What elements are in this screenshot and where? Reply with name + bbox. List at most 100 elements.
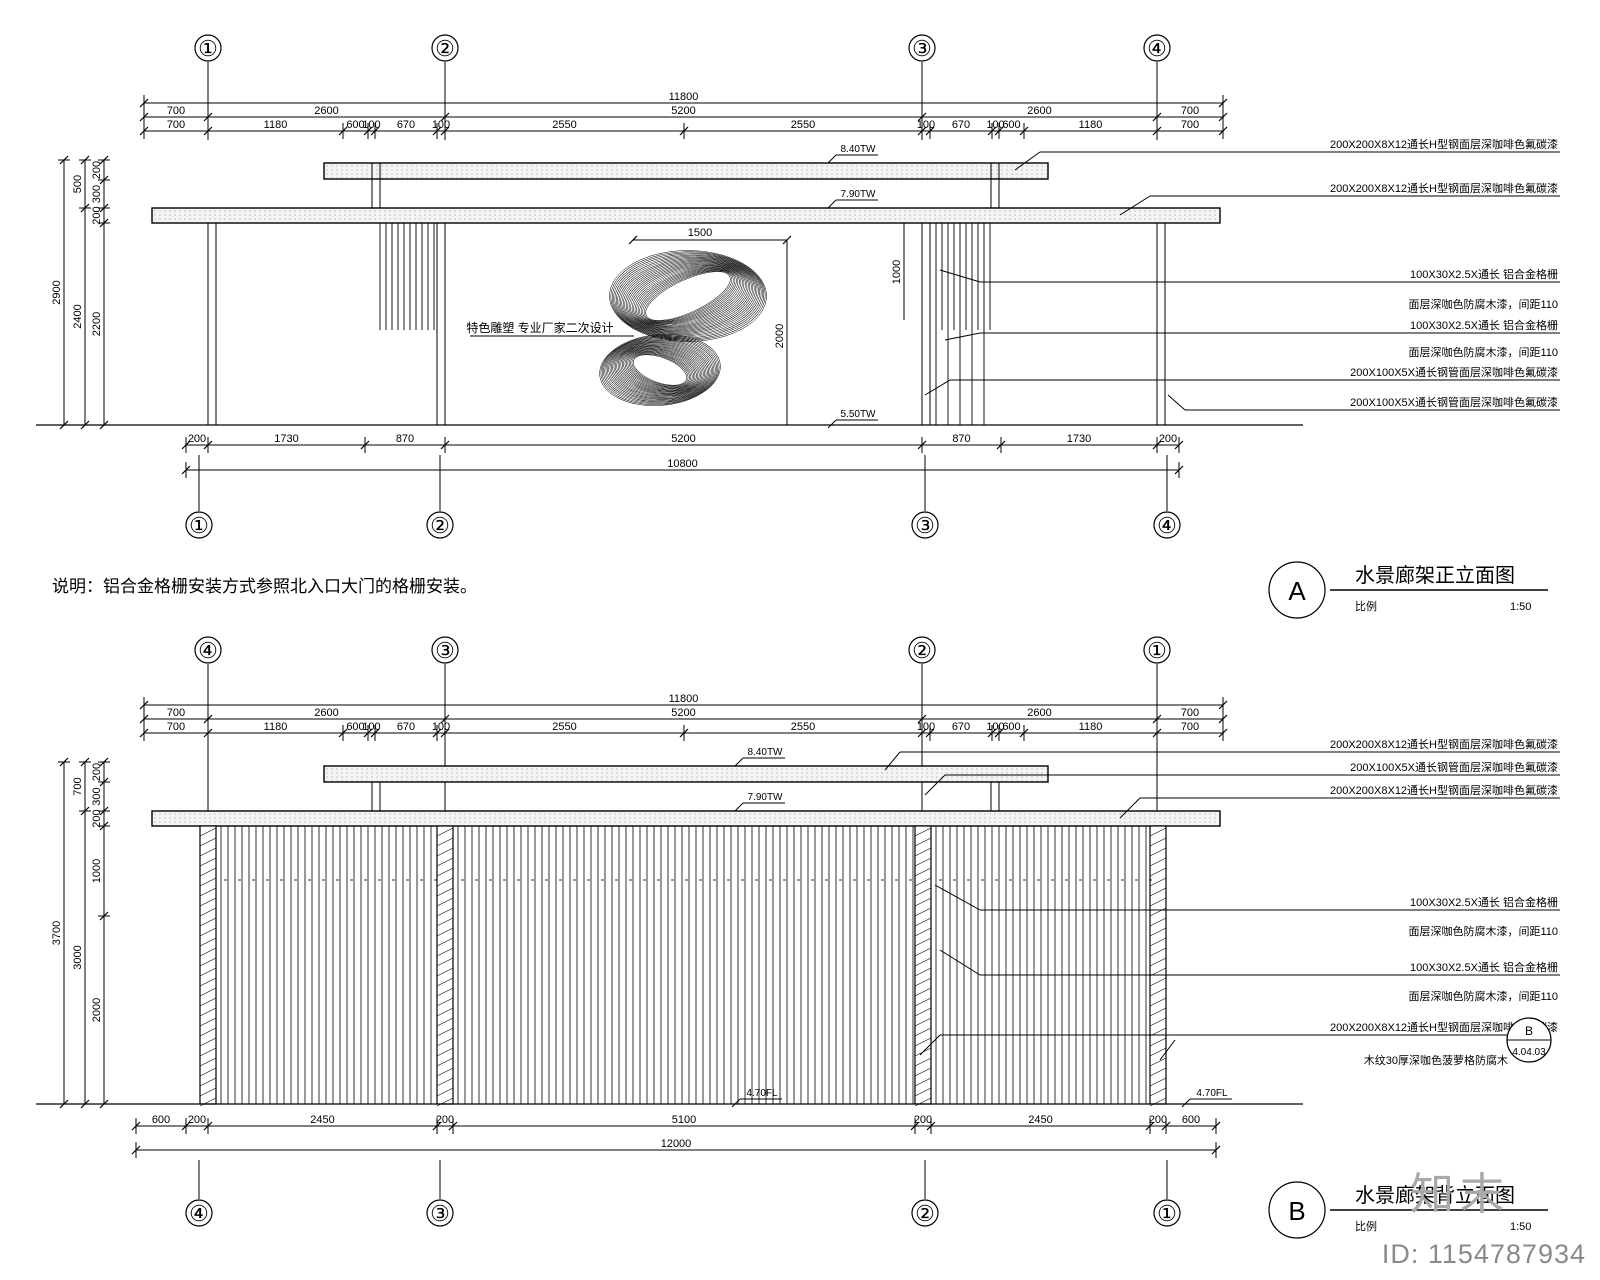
h-beam-main-texture	[459, 817, 461, 819]
h-beam-main-texture	[1059, 817, 1061, 819]
h-beam-top-texture	[326, 177, 328, 179]
h-beam-main-texture	[699, 821, 701, 823]
h-beam-top-texture	[736, 169, 738, 171]
h-beam-main-texture	[934, 817, 936, 819]
h-beam-top-texture	[676, 165, 678, 167]
h-beam-main-texture	[869, 218, 871, 220]
h-beam-main-texture	[1144, 817, 1146, 819]
h-beam-top	[323, 162, 1049, 180]
h-beam-main-texture	[314, 817, 316, 819]
h-beam-main-texture	[844, 813, 846, 815]
h-beam-top-texture	[921, 165, 923, 167]
h-beam-top-texture	[1026, 776, 1028, 778]
h-beam-main-texture	[504, 218, 506, 220]
h-beam-top-texture	[396, 165, 398, 167]
h-beam-main-texture	[609, 821, 611, 823]
h-beam-top-texture	[971, 165, 973, 167]
wood-clad-column-hatch	[914, 977, 932, 987]
h-beam-main-texture	[1069, 821, 1071, 823]
h-beam-top-texture	[676, 776, 678, 778]
h-beam-top-texture	[801, 776, 803, 778]
h-beam-main-texture	[1119, 218, 1121, 220]
h-beam-main-texture	[514, 817, 516, 819]
h-beam-top-texture	[866, 165, 868, 167]
elev-tag-floor-right-label: 4.70FL	[1196, 1088, 1228, 1099]
h-beam-main-texture	[344, 817, 346, 819]
h-beam-top-texture	[476, 772, 478, 774]
h-beam-top-texture	[626, 169, 628, 171]
h-beam-main-texture	[1144, 821, 1146, 823]
h-beam-top-texture	[556, 173, 558, 175]
h-beam-top-texture	[391, 780, 393, 782]
h-beam-top-texture	[351, 776, 353, 778]
h-beam-top-texture	[336, 776, 338, 778]
wood-clad-column-hatch	[199, 1077, 217, 1087]
h-beam-main-texture	[1209, 821, 1211, 823]
h-beam-main-texture	[829, 817, 831, 819]
h-beam-main-texture	[984, 218, 986, 220]
wood-clad-column-hatch	[199, 1057, 217, 1067]
h-beam-main-texture	[184, 821, 186, 823]
h-beam-top-texture	[466, 169, 468, 171]
h-beam-main-texture	[384, 821, 386, 823]
h-beam-main-texture	[779, 218, 781, 220]
h-beam-main-texture	[374, 214, 376, 216]
dimension-tick	[139, 728, 149, 738]
dim-total-bottom-label: 10800	[667, 458, 698, 470]
h-beam-top-texture	[796, 177, 798, 179]
h-beam-main-texture	[1004, 813, 1006, 815]
h-beam-main-texture	[1159, 218, 1161, 220]
h-beam-top-texture	[611, 177, 613, 179]
h-beam-main-texture	[1029, 817, 1031, 819]
h-beam-main-texture	[1064, 218, 1066, 220]
h-beam-top-texture	[446, 169, 448, 171]
h-beam-main-texture	[869, 210, 871, 212]
h-beam-top-texture	[916, 177, 918, 179]
h-beam-top-texture	[496, 780, 498, 782]
h-beam-main-texture	[679, 813, 681, 815]
dimension-tick	[628, 235, 638, 245]
h-beam-main-texture	[399, 817, 401, 819]
h-beam-main-texture	[704, 218, 706, 220]
h-beam-main-texture	[924, 817, 926, 819]
h-beam-top-texture	[986, 177, 988, 179]
h-beam-main-texture	[1209, 813, 1211, 815]
h-beam-main-texture	[914, 821, 916, 823]
h-beam-main-texture	[579, 813, 581, 815]
dimension-tick	[1152, 728, 1162, 738]
elev-tag-beam-leader	[827, 199, 837, 209]
h-beam-main-texture	[924, 210, 926, 212]
h-beam-main-texture	[344, 813, 346, 815]
h-beam-main-texture	[314, 813, 316, 815]
h-beam-top-texture	[626, 772, 628, 774]
h-beam-main-texture	[824, 813, 826, 815]
h-beam-main-texture	[864, 218, 866, 220]
h-beam-main-texture	[304, 813, 306, 815]
h-beam-top-texture	[946, 169, 948, 171]
h-beam-main-texture	[1034, 817, 1036, 819]
h-beam-top-texture	[641, 772, 643, 774]
h-beam-main-texture	[814, 218, 816, 220]
h-beam-top-texture	[666, 768, 668, 770]
h-beam-top-texture	[1016, 772, 1018, 774]
h-beam-top-texture	[366, 169, 368, 171]
h-beam-top-texture	[326, 165, 328, 167]
wood-clad-column-hatch	[1149, 997, 1167, 1007]
h-beam-main-texture	[954, 214, 956, 216]
h-beam-main-texture	[434, 218, 436, 220]
h-beam-main-texture	[289, 210, 291, 212]
sculpture-ring	[601, 336, 719, 404]
h-beam-top-texture	[676, 768, 678, 770]
h-beam-main-texture	[1204, 218, 1206, 220]
h-beam-main-texture	[224, 210, 226, 212]
dimension-tick	[1211, 1121, 1221, 1131]
h-beam-top-texture	[496, 169, 498, 171]
h-beam-top-texture	[606, 768, 608, 770]
h-beam-main-texture	[1124, 218, 1126, 220]
h-beam-top-texture	[841, 776, 843, 778]
h-beam-main-texture	[404, 214, 406, 216]
h-beam-top-texture	[901, 780, 903, 782]
axis-bubble-bottom-label: ②	[430, 513, 450, 538]
h-beam-main-texture	[744, 813, 746, 815]
h-beam-top-texture	[766, 772, 768, 774]
